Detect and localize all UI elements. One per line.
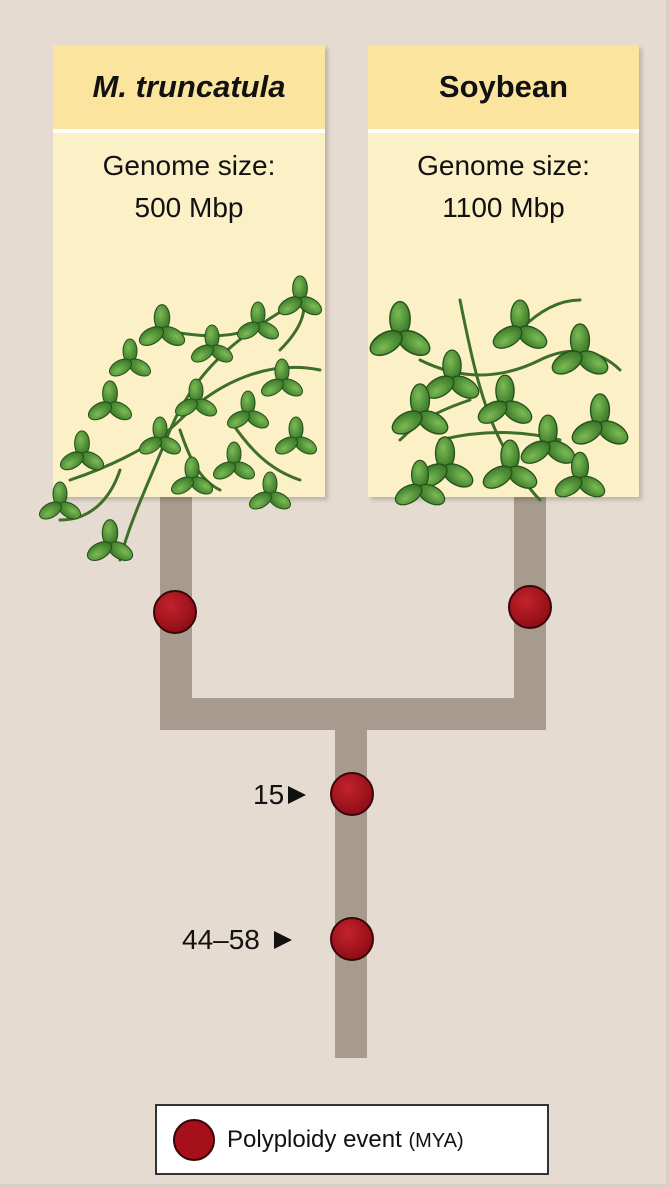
legend-label-text: Polyploidy event	[227, 1126, 402, 1153]
event-marker-44-58	[331, 918, 373, 960]
event-age-value: 15	[253, 779, 284, 811]
branch-crossbar	[160, 698, 546, 730]
event-age-value: 44–58	[182, 924, 260, 956]
soybean-plant-icon	[366, 300, 632, 509]
event-age-label-15: 15	[253, 779, 306, 811]
polyploidy-event-marker-icon	[173, 1119, 215, 1161]
event-marker-15	[331, 773, 373, 815]
legend-unit: (MYA)	[408, 1130, 463, 1152]
m-truncatula-plant-icon	[37, 276, 325, 564]
triangle-right-icon	[288, 786, 306, 804]
event-age-label-44-58: 44–58	[182, 924, 292, 956]
legend: Polyploidy event (MYA)	[155, 1104, 549, 1175]
legend-label: Polyploidy event (MYA)	[227, 1126, 464, 1154]
triangle-right-icon	[274, 931, 292, 949]
plant-illustrations	[0, 0, 669, 600]
